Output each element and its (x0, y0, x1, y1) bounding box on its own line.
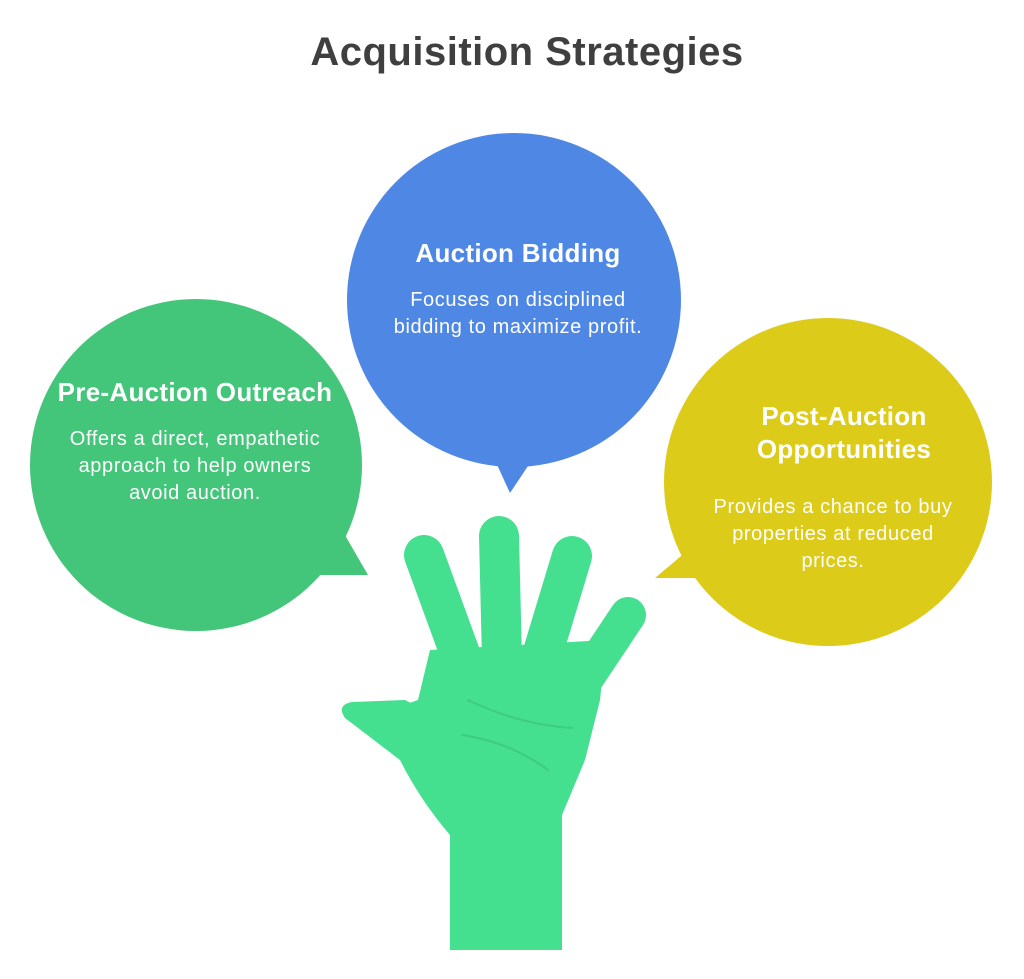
strategy-post-auction-body: Provides a chance to buy properties at r… (708, 494, 958, 575)
strategy-post-auction: Post-Auction Opportunities (755, 400, 933, 466)
strategy-title: Auction Bidding (415, 238, 621, 268)
strategy-auction-bidding: Auction Bidding Focuses on disciplined b… (373, 237, 663, 341)
strategy-title: Post-Auction Opportunities (756, 401, 932, 464)
bubble-left (30, 299, 368, 631)
strategy-description: Offers a direct, empathetic approach to … (69, 428, 321, 504)
strategy-pre-auction: Pre-Auction Outreach Offers a direct, em… (55, 376, 335, 507)
hand-icon (341, 516, 646, 950)
strategy-title: Pre-Auction Outreach (57, 377, 333, 407)
bubble-right (655, 318, 992, 646)
strategy-description: Focuses on disciplined bidding to maximi… (393, 289, 643, 338)
bubble-center (347, 133, 681, 493)
page-title: Acquisition Strategies (310, 30, 744, 74)
strategy-description: Provides a chance to buy properties at r… (713, 496, 953, 572)
